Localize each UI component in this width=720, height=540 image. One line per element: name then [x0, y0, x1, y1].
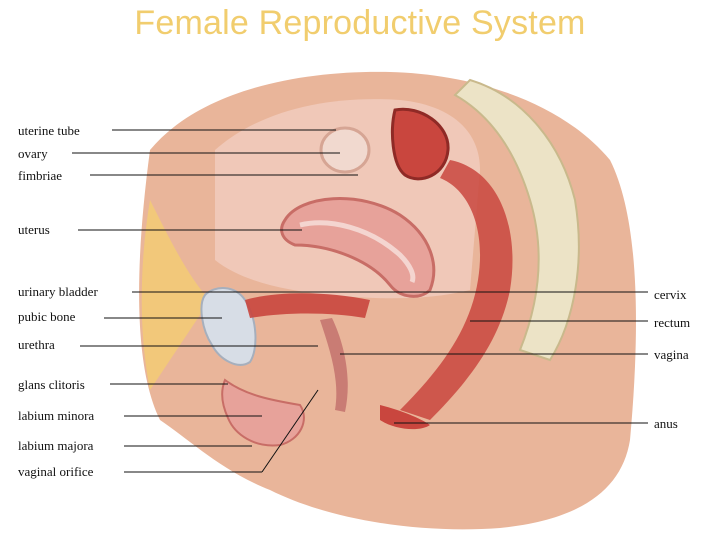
label-fimbriae: fimbriae — [18, 168, 63, 183]
label-glans-clitoris: glans clitoris — [18, 377, 85, 392]
label-vagina: vagina — [654, 347, 689, 362]
leader-lines — [72, 129, 648, 473]
label-vaginal-orifice: vaginal orifice — [18, 464, 94, 479]
label-cervix: cervix — [654, 287, 687, 302]
sacrum — [453, 78, 580, 362]
label-anus: anus — [654, 416, 678, 431]
label-uterine-tube: uterine tube — [18, 123, 80, 138]
uterine-cavity — [299, 220, 416, 283]
pubic-bone-shape — [245, 293, 370, 318]
ovary-shape — [319, 126, 371, 174]
colon-loop — [390, 107, 450, 181]
label-urinary-bladder: urinary bladder — [18, 284, 98, 299]
diagram-title: Female Reproductive System — [134, 4, 586, 42]
label-labium-majora: labium majora — [18, 438, 94, 453]
vagina-shape — [320, 318, 348, 412]
label-labium-minora: labium minora — [18, 408, 95, 423]
rectum-shape — [400, 160, 513, 420]
abdominal-fat — [141, 200, 210, 390]
label-urethra: urethra — [18, 337, 55, 352]
label-rectum: rectum — [654, 315, 691, 330]
label-uterus: uterus — [18, 222, 50, 237]
label-ovary: ovary — [18, 146, 48, 161]
label-pubic-bone: pubic bone — [18, 309, 76, 324]
